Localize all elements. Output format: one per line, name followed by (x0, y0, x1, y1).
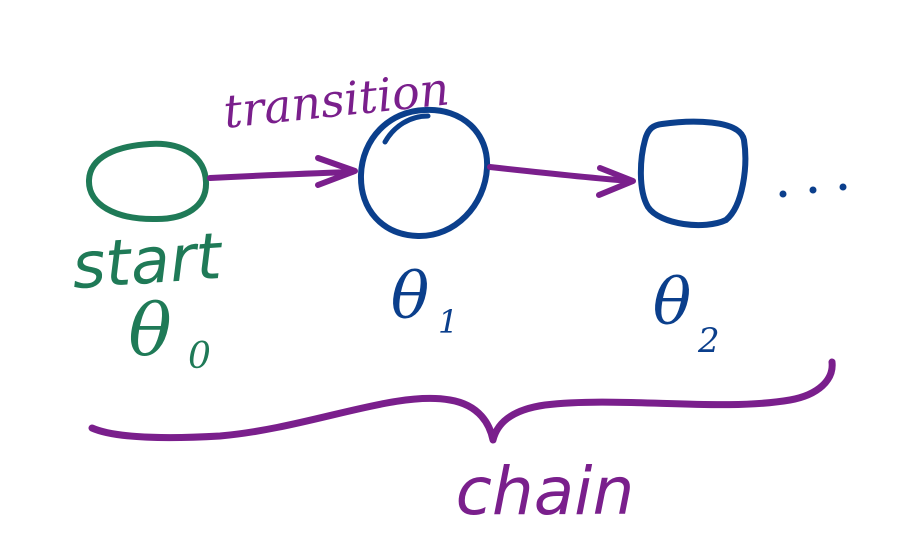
theta0-subscript: 0 (188, 336, 211, 377)
theta2-symbol: θ (653, 266, 692, 340)
theta1-symbol: θ (391, 260, 430, 334)
transition-arrow-0-1 (207, 169, 355, 181)
theta2-node (637, 118, 749, 229)
transition-arrowhead-1-2 (596, 165, 636, 198)
ellipsis-dot-3 (839, 183, 847, 191)
theta1-node (357, 106, 491, 240)
ellipsis-dot-2 (809, 186, 817, 194)
theta1-subscript: 1 (438, 303, 458, 341)
ellipsis-dot-1 (779, 190, 787, 198)
start-node (85, 140, 210, 223)
transition-arrow-1-2 (487, 164, 633, 184)
ellipsis-text: ... (0, 0, 2, 1)
theta0-symbol: θ (128, 288, 171, 372)
transition-arrowhead-0-1 (315, 155, 358, 188)
start-label: start (70, 220, 227, 304)
chain-label: chain (456, 453, 635, 530)
theta2-subscript: 2 (697, 321, 720, 361)
chain-brace (88, 358, 836, 444)
transition-label: transition (221, 61, 452, 138)
theta1-node-overstroke (382, 113, 431, 145)
